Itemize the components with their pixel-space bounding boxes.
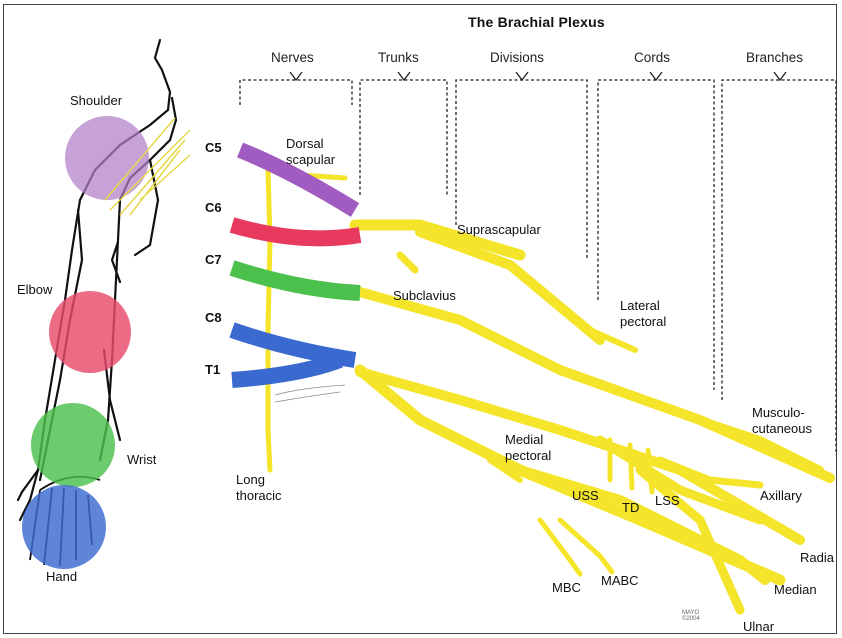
label-radial: Radia <box>800 550 834 566</box>
column-header-branches: Branches <box>746 50 803 65</box>
figure-title: The Brachial Plexus <box>468 14 605 30</box>
label-wrist: Wrist <box>127 452 156 467</box>
label-long-thoracic: Long thoracic <box>236 472 306 504</box>
label-subclavius: Subclavius <box>393 288 456 304</box>
bracket-tips <box>290 72 786 80</box>
label-medial-pectoral: Medial pectoral <box>505 432 575 464</box>
label-shoulder: Shoulder <box>70 93 122 108</box>
column-header-divisions: Divisions <box>490 50 544 65</box>
label-elbow: Elbow <box>17 282 52 297</box>
column-header-trunks: Trunks <box>378 50 419 65</box>
bracket-nerves <box>240 80 352 105</box>
label-ulnar: Ulnar <box>743 619 774 635</box>
root-label-c7: C7 <box>205 252 222 267</box>
root-label-c5: C5 <box>205 140 222 155</box>
elbow-region <box>49 291 131 373</box>
rib-sketch <box>275 385 345 402</box>
hand-region <box>22 485 106 569</box>
label-hand: Hand <box>46 569 77 584</box>
label-uss: USS <box>572 488 599 504</box>
column-header-nerves: Nerves <box>271 50 314 65</box>
label-median: Median <box>774 582 817 598</box>
label-mbc: MBC <box>552 580 581 596</box>
wrist-region <box>31 403 115 487</box>
bracket-branches <box>722 80 836 455</box>
column-header-cords: Cords <box>634 50 670 65</box>
label-lateral-pectoral: Lateral pectoral <box>620 298 690 330</box>
label-td: TD <box>622 500 639 516</box>
label-suprascapular: Suprascapular <box>457 222 541 238</box>
shoulder-region <box>65 116 149 200</box>
watermark-line-2: ©2004 <box>682 616 700 622</box>
c7-root <box>232 268 360 293</box>
label-axillary: Axillary <box>760 488 802 504</box>
label-lss: LSS <box>655 493 680 509</box>
label-musculocutaneous: Musculo-cutaneous <box>752 405 838 437</box>
root-label-c8: C8 <box>205 310 222 325</box>
root-label-t1: T1 <box>205 362 220 377</box>
root-label-c6: C6 <box>205 200 222 215</box>
label-mabc: MABC <box>601 573 639 589</box>
label-dorsal-scapular: Dorsal scapular <box>286 136 356 168</box>
c6-root <box>232 225 360 238</box>
bracket-trunks <box>360 80 447 195</box>
t1-root <box>232 360 340 380</box>
mayo-watermark: MAYO ©2004 <box>682 610 700 622</box>
root-segments <box>232 150 360 380</box>
